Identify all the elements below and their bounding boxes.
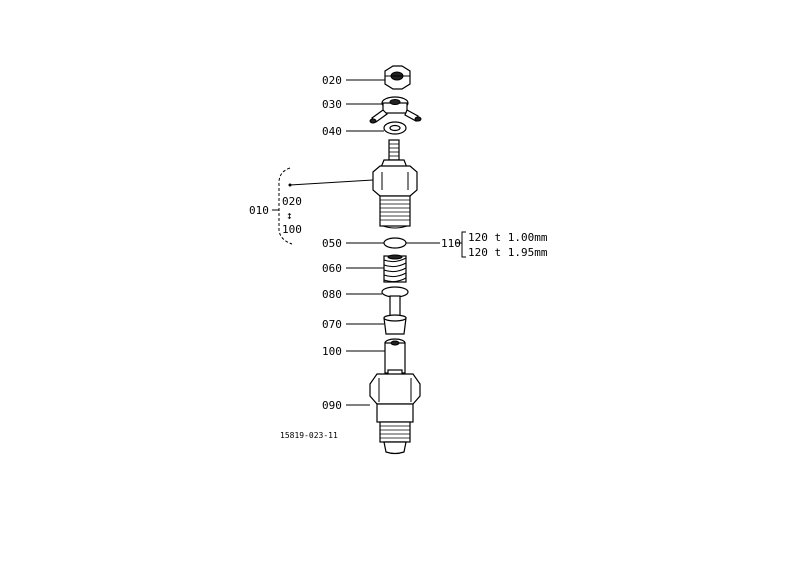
part-washer-top — [383, 121, 407, 135]
part-spacer — [383, 314, 407, 335]
part-seat — [381, 286, 409, 319]
label-range-start: 020 — [282, 195, 302, 208]
label-seat: 080 — [322, 288, 342, 301]
label-range-end: 100 — [282, 223, 302, 236]
label-shim: 110 — [441, 237, 461, 250]
label-ring: 050 — [322, 237, 342, 250]
label-shim-option-1: 120 t 1.00mm — [468, 231, 548, 244]
part-ring — [383, 237, 407, 249]
part-spring — [383, 254, 407, 283]
label-connector: 030 — [322, 98, 342, 111]
label-body-assy: 010 — [249, 204, 269, 217]
label-spacer: 070 — [322, 318, 342, 331]
drawing-code: 15819-023-11 — [280, 431, 338, 440]
label-shim-option-2: 120 t 1.95mm — [468, 246, 548, 259]
label-nozzle-nut: 090 — [322, 399, 342, 412]
label-spring: 060 — [322, 262, 342, 275]
label-nut: 020 — [322, 74, 342, 87]
label-washer-top: 040 — [322, 125, 342, 138]
part-nozzle-nut — [369, 369, 421, 455]
label-needle: 100 — [322, 345, 342, 358]
part-holder-body — [372, 139, 418, 229]
part-connector — [369, 96, 422, 124]
part-nut — [384, 65, 411, 90]
part-needle — [384, 338, 406, 374]
label-range-sym: ↕ — [286, 209, 293, 222]
